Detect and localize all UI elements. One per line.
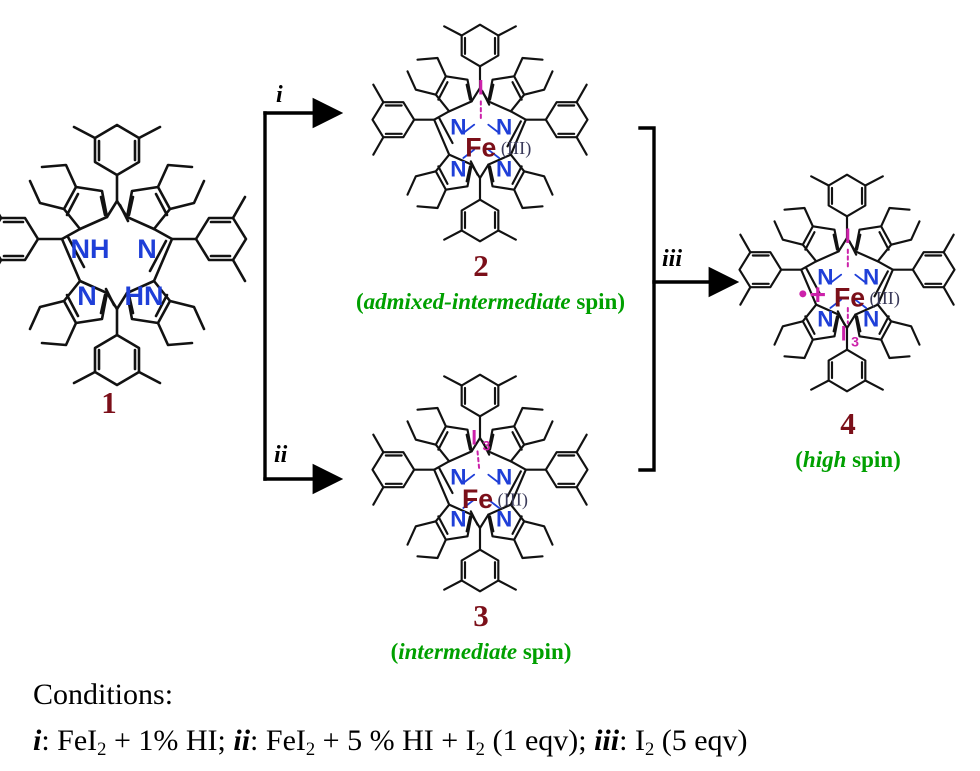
- axial-label-I-top: I: [845, 225, 851, 248]
- arrow-layer: [263, 97, 740, 495]
- cond-sub-2: 2: [305, 739, 316, 761]
- core-label-N-tl: N: [450, 465, 466, 490]
- cond-text-4: + 5 % HI + I: [315, 724, 476, 757]
- compound-1-structure: NH N N HN: [0, 123, 248, 387]
- arrow-ii-label: ii: [274, 442, 288, 468]
- cond-text-5: (1 eqv);: [484, 724, 595, 757]
- metal-label-Fe: Fe: [465, 132, 496, 162]
- charge-plus-icon: +: [810, 280, 827, 312]
- core-label-N-top: N: [137, 234, 157, 264]
- axial-label-I3-bottom-base: I: [841, 323, 847, 346]
- core-label-HN-bottom: HN: [125, 281, 164, 311]
- cond-label-i: i: [33, 724, 42, 757]
- cond-sub-3: 2: [475, 739, 485, 761]
- compound-1: NH N N HN 1: [0, 105, 248, 418]
- cond-text-1: : FeI: [41, 724, 98, 757]
- cond-sub-1: 2: [97, 739, 107, 761]
- metal-label-Fe: Fe: [462, 484, 493, 514]
- core-label-N-br: N: [496, 506, 512, 531]
- conditions-line: i: FeI2 + 1% HI; ii: FeI2 + 5 % HI + I2 …: [33, 722, 748, 762]
- compound-3: I 3 N N N N Fe (III) 3 (intermediate spi…: [355, 358, 605, 663]
- compound-3-number: 3: [473, 598, 489, 633]
- compound-4-structure: I I 3 + N N N N Fe (III): [738, 173, 956, 393]
- core-label-N-tr: N: [863, 265, 879, 290]
- core-label-N-tl: N: [817, 265, 833, 290]
- compound-4-number: 4: [840, 406, 856, 441]
- oxidation-state-label: (III): [870, 288, 901, 309]
- axial-label-I3-subscript: 3: [483, 439, 491, 455]
- conditions-heading: Conditions:: [33, 678, 174, 711]
- core-label-NH-top: NH: [71, 234, 110, 264]
- cond-text-2: + 1% HI;: [106, 724, 234, 757]
- compound-1-number: 1: [101, 385, 117, 420]
- arrow-iii-label: iii: [662, 246, 683, 272]
- compound-3-structure: I 3 N N N N Fe (III): [371, 373, 589, 593]
- spin-label-italic: high: [802, 447, 847, 472]
- spin-label-roman: spin: [576, 289, 618, 314]
- spin-label-italic: admixed-intermediate: [363, 289, 571, 314]
- axial-label-I: I: [478, 77, 484, 100]
- cond-label-ii: ii: [233, 724, 251, 757]
- compound-4-spin-label: (high spin): [795, 447, 901, 472]
- core-label-N-bl: N: [817, 306, 833, 331]
- grouping-bracket: [638, 126, 656, 472]
- compound-2: I N N N N Fe (III) 2 (admixed-intermedia…: [355, 8, 625, 313]
- oxidation-state-label: (III): [501, 138, 532, 159]
- core-label-N-br: N: [863, 306, 879, 331]
- cond-text-7: (5 eqv): [654, 724, 748, 757]
- axial-bond-top: [476, 450, 481, 470]
- compound-3-spin-label: (intermediate spin): [390, 639, 572, 664]
- core-label-N-tr: N: [496, 115, 512, 140]
- spin-label-roman: spin: [852, 447, 894, 472]
- core-label-N-tr: N: [496, 465, 512, 490]
- core-label-N-br: N: [496, 156, 512, 181]
- compound-2-structure: I N N N N Fe (III): [371, 23, 589, 243]
- cond-text-6: : I: [619, 724, 645, 757]
- compound-2-number: 2: [473, 248, 489, 283]
- core-label-N-bl: N: [450, 506, 466, 531]
- axial-label-I3-base: I: [471, 427, 477, 450]
- core-label-N-tl: N: [450, 115, 466, 140]
- metal-label-Fe: Fe: [834, 282, 865, 312]
- radical-dot-icon: [799, 290, 807, 298]
- axial-label-I3-bottom-subscript: 3: [851, 334, 859, 350]
- cond-text-3: : FeI: [250, 724, 306, 757]
- compound-4: I I 3 + N N N N Fe (III) 4 (high spin): [722, 158, 972, 471]
- core-label-N-bottom: N: [77, 281, 97, 311]
- spin-label-italic: intermediate: [398, 639, 518, 664]
- oxidation-state-label: (III): [498, 490, 529, 511]
- cond-label-iii: iii: [594, 724, 620, 757]
- core-label-N-bl: N: [450, 156, 466, 181]
- cond-sub-4: 2: [644, 739, 655, 761]
- spin-label-roman: spin: [522, 639, 564, 664]
- arrow-i-label: i: [276, 82, 283, 108]
